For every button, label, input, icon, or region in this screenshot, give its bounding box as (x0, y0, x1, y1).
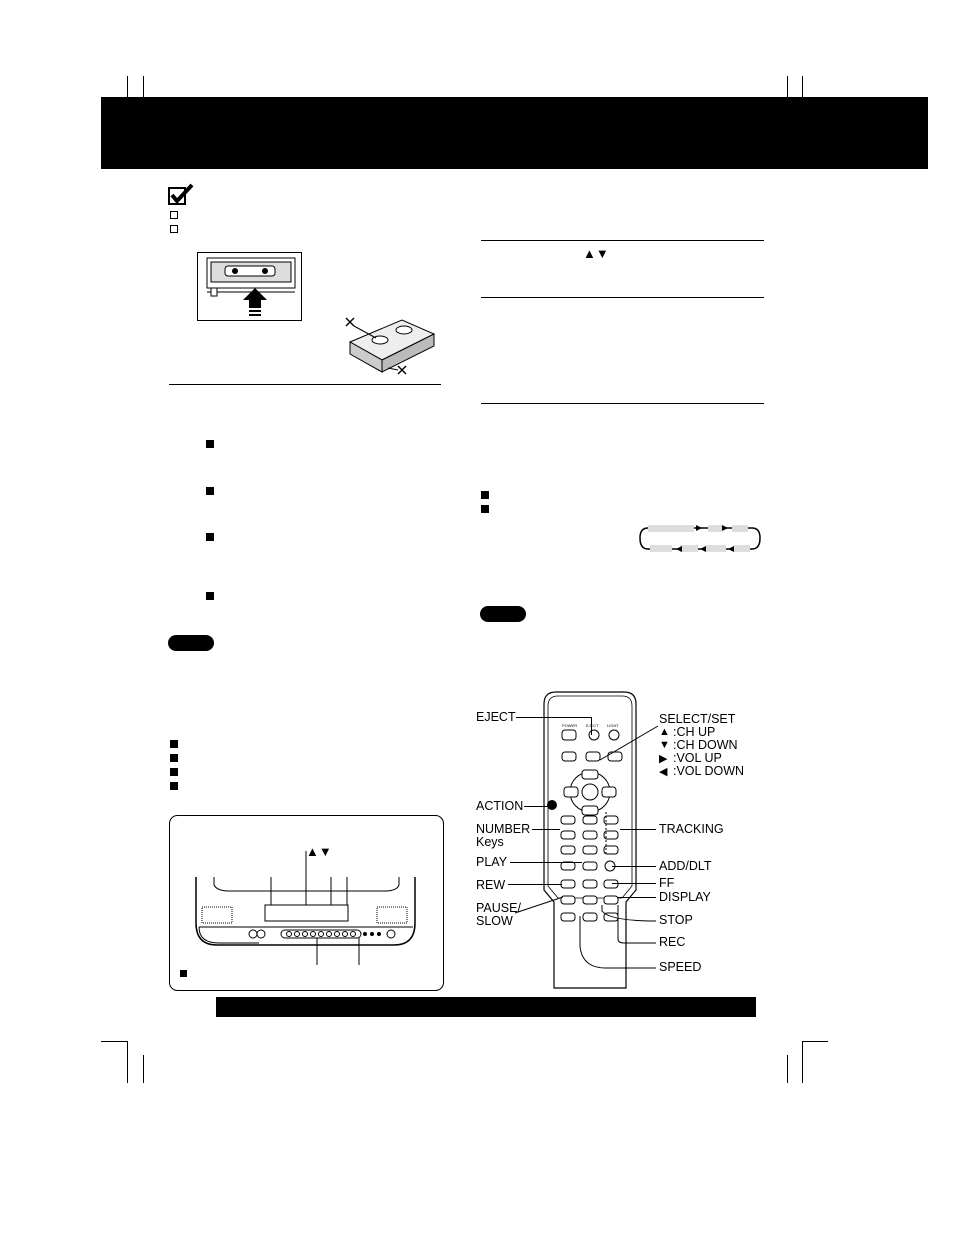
crop-mark (127, 1041, 128, 1083)
note-badge (480, 606, 526, 622)
crop-mark (127, 76, 128, 98)
select-set-label: SELECT/SET (659, 712, 736, 726)
number-label: NUMBER (476, 822, 531, 836)
checkmark-icon (168, 183, 194, 205)
crop-mark (787, 76, 788, 101)
ch-up-label: :CH UP (673, 725, 716, 739)
bullet-square (206, 592, 214, 600)
remote-eject-label: EJECT (586, 723, 599, 728)
action-label: ACTION (476, 799, 524, 813)
section-divider (481, 297, 764, 298)
bullet-square (170, 740, 178, 748)
bullet-square (206, 487, 214, 495)
leader-line (612, 883, 656, 884)
display-label: DISPLAY (659, 890, 711, 904)
checkbox (170, 225, 178, 233)
crop-mark (143, 1055, 144, 1083)
section-divider (169, 384, 441, 385)
leader-line (579, 916, 656, 969)
crop-mark (787, 1055, 788, 1083)
remote-control-icon (543, 691, 637, 989)
remote-light-label: LIGHT (607, 723, 619, 728)
page-header-bar (101, 97, 928, 169)
leader-line (591, 717, 592, 735)
crop-mark (802, 76, 803, 98)
tv-vcr-icon (169, 815, 444, 991)
bullet-square (206, 440, 214, 448)
note-badge (168, 635, 214, 651)
add-dlt-label: ADD/DLT (659, 859, 712, 873)
tracking-label: TRACKING (659, 822, 724, 836)
bullet-square (170, 768, 178, 776)
page-footer-bar (216, 997, 756, 1017)
crop-mark (802, 1041, 828, 1042)
vol-down-label: :VOL DOWN (673, 764, 745, 778)
section-divider (481, 240, 764, 241)
bullet-square (206, 533, 214, 541)
cassette-icon (345, 317, 436, 375)
leader-line (612, 866, 656, 867)
leader-line (618, 897, 656, 898)
leader-line (514, 896, 564, 914)
cycle-diagram (639, 525, 761, 552)
arrow-up-icon: ▲ (659, 726, 670, 738)
keys-label: Keys (476, 835, 504, 849)
checkbox (170, 211, 178, 219)
vol-up-label: :VOL UP (673, 751, 722, 765)
stop-label: STOP (659, 913, 693, 927)
crop-mark (143, 76, 144, 101)
leader-line (599, 725, 659, 761)
panel-arrow-label: ▲▼ (306, 844, 332, 859)
bullet-square (481, 491, 489, 499)
leader-line (620, 829, 656, 830)
leader-line (510, 862, 582, 863)
slow-label: SLOW (476, 914, 513, 928)
pause-label: PAUSE/ (476, 901, 521, 915)
crop-mark (802, 1041, 803, 1083)
arrow-left-icon: ◀ (659, 766, 668, 778)
eject-label: EJECT (476, 710, 516, 724)
remote-power-label: POWER (562, 723, 578, 728)
leader-line (516, 717, 592, 718)
bullet-square (170, 782, 178, 790)
ch-down-label: :CH DOWN (673, 738, 738, 752)
bullet-square (481, 505, 489, 513)
speed-label: SPEED (659, 960, 702, 974)
arrow-down-icon: ▼ (659, 739, 670, 751)
rew-label: REW (476, 878, 506, 892)
leader-line (601, 905, 657, 944)
arrow-right-icon: ▶ (659, 753, 668, 765)
arrow-glyphs: ▲▼ (583, 246, 609, 261)
play-label: PLAY (476, 855, 508, 869)
rec-label: REC (659, 935, 686, 949)
cassette-insert-illustration (197, 252, 302, 321)
leader-line (508, 884, 562, 885)
section-divider (481, 403, 764, 404)
crop-mark (101, 1041, 127, 1042)
leader-line (532, 829, 560, 830)
leader-line (524, 806, 552, 807)
ff-label: FF (659, 876, 675, 890)
bullet-square (170, 754, 178, 762)
